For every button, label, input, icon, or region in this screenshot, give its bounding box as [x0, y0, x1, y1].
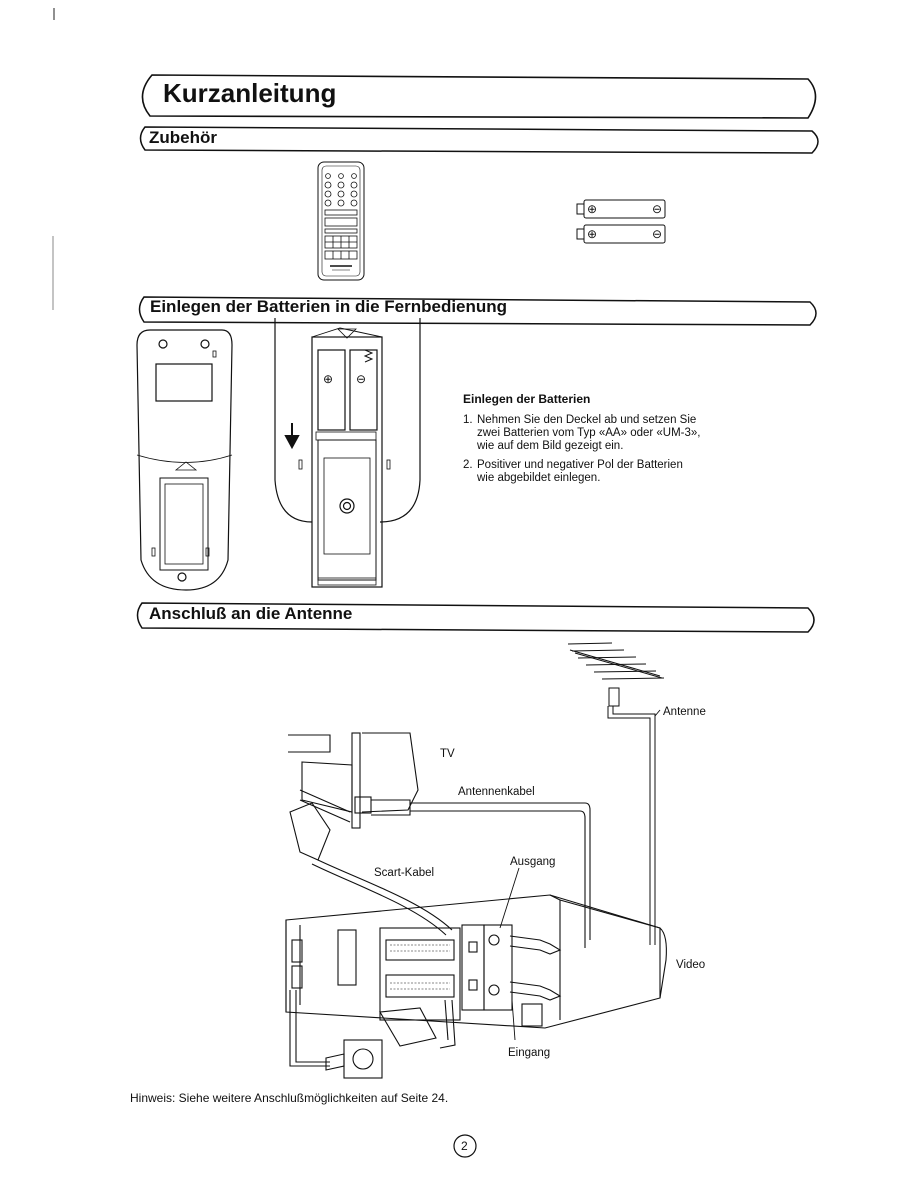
label-antennenkabel: Antennenkabel: [458, 786, 535, 798]
label-tv: TV: [440, 748, 455, 760]
title-banner-frame: [141, 74, 817, 119]
remote-control-illustration: [317, 161, 365, 281]
step-number: 2.: [463, 459, 473, 471]
instructions-list: 1. Nehmen Sie den Deckel ab und setzen S…: [463, 414, 703, 485]
section-title-antenna: Anschluß an die Antenne: [149, 604, 353, 623]
battery-plus-symbol: ⊕: [587, 227, 598, 241]
battery-minus-symbol: ⊖: [652, 227, 663, 241]
batteries-illustration: [576, 199, 666, 244]
tv-illustration: [288, 732, 591, 948]
label-scart-kabel: Scart-Kabel: [374, 867, 435, 879]
label-eingang: Eingang: [508, 1047, 551, 1059]
section-frame-accessories: [139, 126, 819, 154]
video-recorder-illustration: [285, 894, 667, 1029]
section-title-accessories: Zubehör: [149, 128, 217, 147]
instruction-step: 1. Nehmen Sie den Deckel ab und setzen S…: [463, 414, 703, 453]
battery-plus-symbol: ⊕: [587, 202, 598, 216]
section-frame-antenna: [136, 602, 815, 633]
section-frame-batteries: [138, 296, 817, 326]
instructions-heading: Einlegen der Batterien: [463, 392, 591, 406]
compartment-plus-symbol: ⊕: [323, 372, 334, 386]
remote-back-illustration: [136, 329, 233, 591]
antenna-illustration: [567, 642, 665, 945]
battery-minus-symbol: ⊖: [652, 202, 663, 216]
label-leader-lines: [499, 709, 661, 1041]
page-number: 2: [461, 1139, 468, 1153]
scart-cable-illustration: [289, 802, 456, 1079]
compartment-minus-symbol: ⊖: [356, 372, 367, 386]
instruction-step: 2. Positiver und negativer Pol der Batte…: [463, 459, 703, 485]
step-text: Nehmen Sie den Deckel ab und setzen Sie …: [477, 414, 701, 452]
footnote: Hinweis: Siehe weitere Anschlußmöglichke…: [130, 1091, 449, 1105]
label-antenne: Antenne: [663, 706, 706, 718]
battery-compartment-illustration: [274, 318, 421, 588]
battery-instructions: Einlegen der Batterien 1. Nehmen Sie den…: [463, 393, 703, 491]
section-title-batteries: Einlegen der Batterien in die Fernbedien…: [150, 297, 508, 316]
label-video: Video: [676, 959, 706, 971]
page-number-circle: [453, 1134, 477, 1158]
label-ausgang: Ausgang: [510, 856, 556, 868]
step-text: Positiver und negativer Pol der Batterie…: [477, 459, 683, 484]
page-title: Kurzanleitung: [163, 78, 337, 108]
step-number: 1.: [463, 414, 473, 426]
